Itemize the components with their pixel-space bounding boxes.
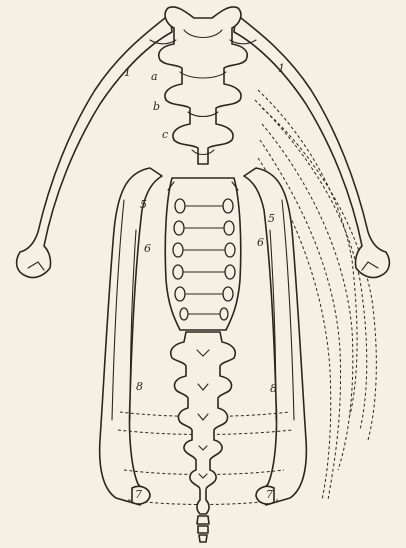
label-rib1-left: 1 [124, 66, 131, 79]
lower-rib-right [244, 168, 306, 505]
first-rib-left [17, 14, 172, 278]
label-rib5-right: 5 [268, 212, 275, 225]
label-vertebra-c: c [162, 128, 168, 141]
tail-vertebrae [197, 516, 209, 542]
label-rib7-right: 7 [266, 488, 273, 501]
label-rib8-right: 8 [270, 382, 277, 395]
thoracic-column [165, 178, 241, 330]
label-rib1-right: 1 [278, 62, 285, 75]
lower-rib-left [100, 168, 162, 505]
label-rib6-right: 6 [257, 236, 264, 249]
label-vertebra-b: b [153, 100, 160, 113]
lumbar-column [171, 332, 236, 514]
label-rib7-left: 7 [135, 488, 142, 501]
label-vertebra-a: a [151, 70, 158, 83]
label-rib8-left: 8 [136, 380, 143, 393]
label-rib6-left: 6 [144, 242, 151, 255]
label-rib5-left: 5 [140, 198, 147, 211]
